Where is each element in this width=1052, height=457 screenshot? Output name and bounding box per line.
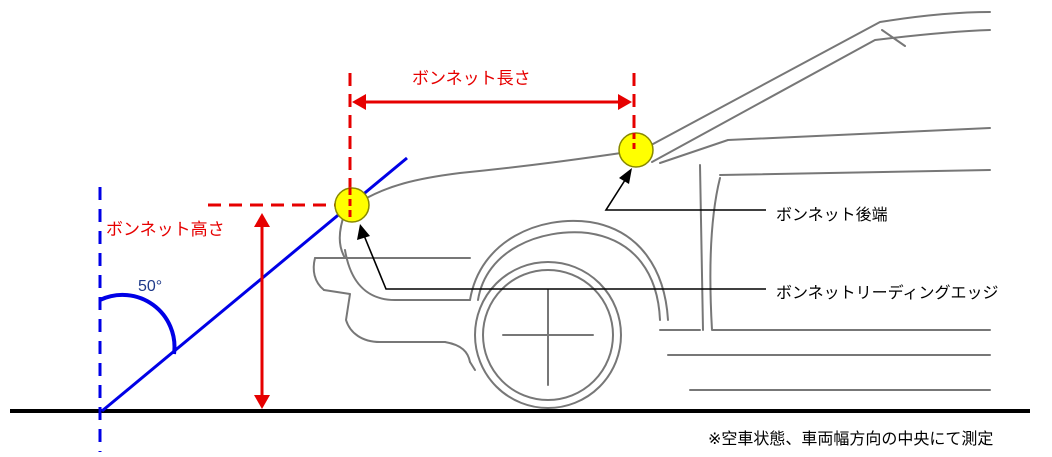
bonnet-leading-edge-label: ボンネットリーディングエッジ (776, 283, 999, 302)
bonnet-height-dimension (208, 203, 350, 409)
bonnet-height-label: ボンネット高さ (106, 220, 225, 240)
angle-arc (99, 292, 177, 355)
angle-label: 50° (138, 278, 163, 295)
measurement-note: ※空車状態、車両幅方向の中央にて測定 (708, 429, 994, 448)
car-outline (312, 11, 991, 409)
bonnet-length-dimension (348, 73, 636, 205)
bonnet-rear-end-label: ボンネット後端 (776, 205, 888, 224)
leader-leading-edge (357, 224, 766, 290)
leading-edge-marker (334, 187, 370, 223)
leader-rear-end (604, 168, 766, 211)
bonnet-length-label: ボンネット長さ (412, 69, 531, 89)
rear-end-marker (618, 132, 654, 168)
